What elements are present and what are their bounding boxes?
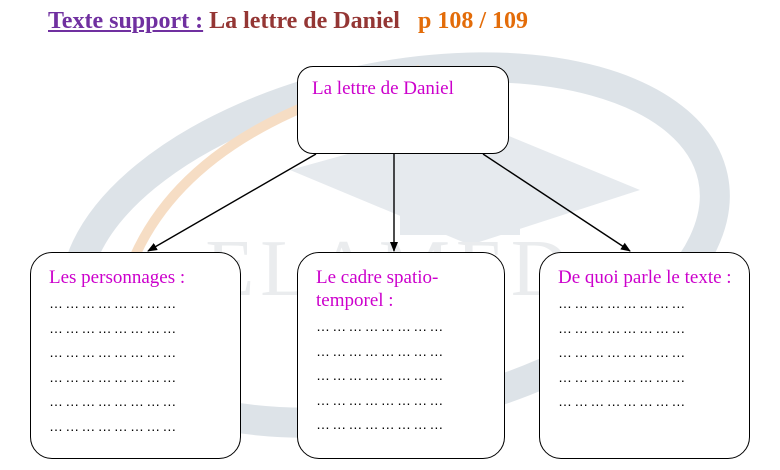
node-sujet: De quoi parle le texte : …………………… ………………… (539, 252, 750, 459)
node-cadre-label: Le cadre spatio-temporel : (316, 267, 439, 311)
answer-line: …………………… (558, 295, 688, 311)
answer-line: …………………… (49, 295, 179, 311)
answer-lines: …………………… …………………… …………………… …………………… …………… (316, 314, 494, 437)
answer-line: …………………… (49, 393, 179, 409)
answer-line: …………………… (49, 319, 179, 336)
answer-lines: …………………… …………………… …………………… …………………… …………… (558, 291, 739, 414)
answer-line: …………………… (316, 367, 446, 383)
title-label: Texte support : (48, 8, 204, 34)
answer-line: …………………… (49, 368, 179, 385)
answer-lines: …………………… …………………… …………………… …………………… …………… (49, 291, 230, 438)
node-cadre: Le cadre spatio-temporel : …………………… …………… (297, 252, 505, 459)
page-title: Texte support :La lettre de Daniel p 108 … (48, 8, 528, 35)
answer-line: …………………… (316, 342, 446, 359)
arrow-to-personnages (147, 153, 317, 252)
node-sujet-label: De quoi parle le texte : (558, 267, 732, 288)
answer-line: …………………… (49, 344, 179, 360)
answer-line: …………………… (558, 368, 688, 385)
answer-line: …………………… (49, 417, 179, 434)
root-node-label: La lettre de Daniel (312, 78, 454, 99)
root-node: La lettre de Daniel (297, 66, 509, 154)
answer-line: …………………… (558, 344, 688, 360)
answer-line: …………………… (316, 318, 446, 334)
arrow-to-sujet (482, 153, 631, 252)
title-page-ref: p 108 / 109 (417, 8, 528, 34)
answer-line: …………………… (558, 393, 688, 409)
answer-line: …………………… (558, 319, 688, 336)
node-personnages: Les personnages : …………………… …………………… …………… (30, 252, 241, 459)
answer-line: …………………… (316, 391, 446, 408)
title-text: La lettre de Daniel (209, 8, 400, 34)
answer-line: …………………… (316, 416, 446, 432)
node-personnages-label: Les personnages : (49, 267, 186, 288)
